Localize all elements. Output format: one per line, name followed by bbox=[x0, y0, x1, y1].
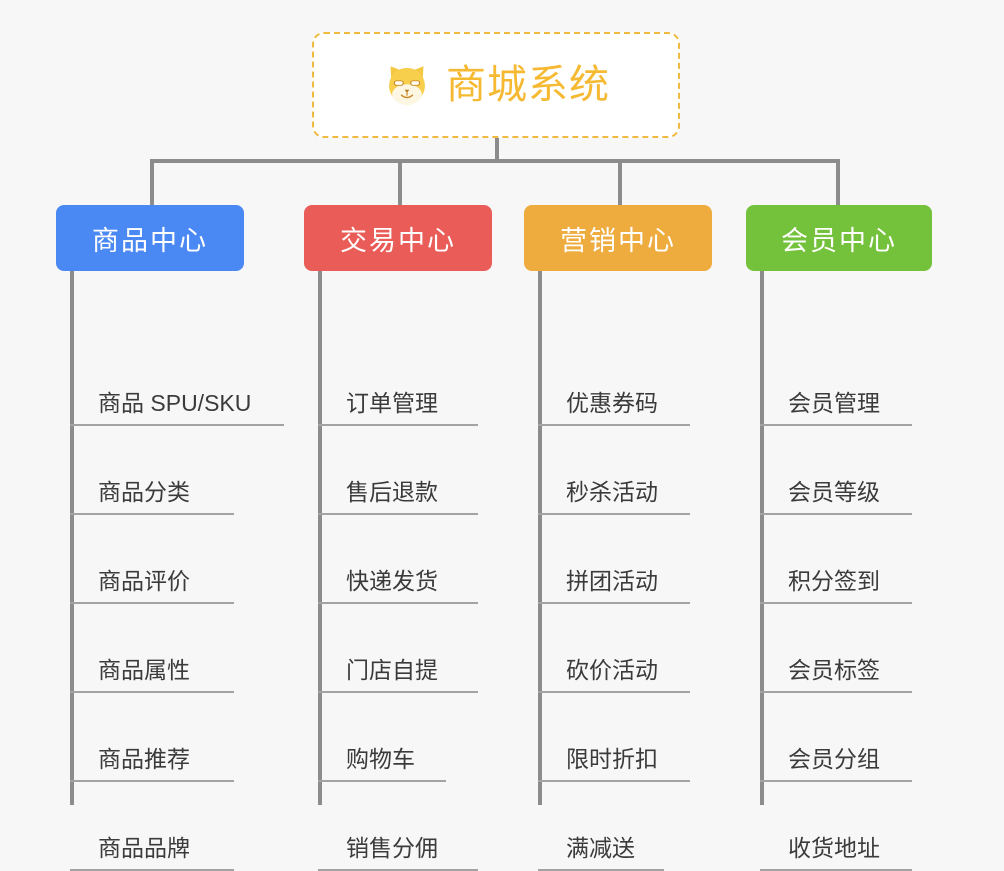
column-member-center: 会员中心 会员管理 会员等级 积分签到 会员标签 会员分组 收货地址 bbox=[746, 205, 932, 871]
item-label: 商品品牌 bbox=[98, 835, 190, 861]
list-item[interactable]: 商品分类 bbox=[70, 426, 234, 515]
list-item[interactable]: 会员分组 bbox=[760, 693, 912, 782]
item-label: 拼团活动 bbox=[566, 568, 658, 594]
column-spine bbox=[70, 271, 74, 805]
list-item[interactable]: 售后退款 bbox=[318, 426, 478, 515]
list-item[interactable]: 会员标签 bbox=[760, 604, 912, 693]
item-label: 商品分类 bbox=[98, 479, 190, 505]
category-title: 商品中心 bbox=[92, 225, 208, 256]
column-product-center: 商品中心 商品 SPU/SKU 商品分类 商品评价 商品属性 商品推荐 商品品牌 bbox=[56, 205, 284, 871]
list-item[interactable]: 商品评价 bbox=[70, 515, 234, 604]
category-title: 会员中心 bbox=[781, 225, 897, 256]
item-label: 砍价活动 bbox=[566, 657, 658, 683]
item-label: 会员标签 bbox=[788, 657, 880, 683]
item-label: 会员分组 bbox=[788, 746, 880, 772]
item-label: 商品推荐 bbox=[98, 746, 190, 772]
root-node[interactable]: 商城系统 bbox=[312, 32, 680, 138]
category-header-marketing-center[interactable]: 营销中心 bbox=[524, 205, 712, 271]
connector-drop-product-center bbox=[150, 159, 154, 207]
item-label: 优惠券码 bbox=[566, 390, 658, 416]
list-item[interactable]: 砍价活动 bbox=[538, 604, 690, 693]
list-item[interactable]: 满减送 bbox=[538, 782, 664, 871]
connector-root-stem bbox=[495, 138, 499, 162]
list-item[interactable]: 秒杀活动 bbox=[538, 426, 690, 515]
list-item[interactable]: 会员管理 bbox=[760, 337, 912, 426]
root-title: 商城系统 bbox=[446, 63, 610, 107]
item-label: 商品评价 bbox=[98, 568, 190, 594]
list-item[interactable]: 限时折扣 bbox=[538, 693, 690, 782]
item-label: 商品 SPU/SKU bbox=[98, 390, 252, 416]
list-item[interactable]: 收货地址 bbox=[760, 782, 912, 871]
category-header-member-center[interactable]: 会员中心 bbox=[746, 205, 932, 271]
item-label: 会员管理 bbox=[788, 390, 880, 416]
item-label: 满减送 bbox=[566, 835, 635, 861]
item-label: 秒杀活动 bbox=[566, 479, 658, 505]
item-label: 门店自提 bbox=[346, 657, 438, 683]
list-item[interactable]: 商品属性 bbox=[70, 604, 234, 693]
category-title: 营销中心 bbox=[560, 225, 676, 256]
column-spine bbox=[538, 271, 542, 805]
list-item[interactable]: 商品 SPU/SKU bbox=[70, 337, 284, 426]
category-header-product-center[interactable]: 商品中心 bbox=[56, 205, 244, 271]
item-label: 商品属性 bbox=[98, 657, 190, 683]
connector-horizontal-bus bbox=[150, 159, 840, 163]
category-header-trade-center[interactable]: 交易中心 bbox=[304, 205, 492, 271]
connector-drop-member-center bbox=[836, 159, 840, 207]
column-spine bbox=[318, 271, 322, 805]
list-item[interactable]: 会员等级 bbox=[760, 426, 912, 515]
list-item[interactable]: 快递发货 bbox=[318, 515, 478, 604]
column-spine bbox=[760, 271, 764, 805]
list-item[interactable]: 商品品牌 bbox=[70, 782, 234, 871]
mindmap-canvas: 商城系统 商品中心 商品 SPU/SKU 商品分类 商品评价 商品属性 商品推荐… bbox=[56, 32, 932, 871]
list-item[interactable]: 门店自提 bbox=[318, 604, 478, 693]
item-label: 积分签到 bbox=[788, 568, 880, 594]
column-trade-center: 交易中心 订单管理 售后退款 快递发货 门店自提 购物车 销售分佣 bbox=[304, 205, 492, 871]
list-item[interactable]: 拼团活动 bbox=[538, 515, 690, 604]
item-label: 快递发货 bbox=[346, 568, 438, 594]
item-label: 销售分佣 bbox=[346, 835, 438, 861]
connector-drop-trade-center bbox=[398, 159, 402, 207]
category-title: 交易中心 bbox=[340, 225, 456, 256]
item-label: 会员等级 bbox=[788, 479, 880, 505]
list-item[interactable]: 购物车 bbox=[318, 693, 446, 782]
connector-drop-marketing-center bbox=[618, 159, 622, 207]
item-label: 订单管理 bbox=[346, 390, 438, 416]
list-item[interactable]: 优惠券码 bbox=[538, 337, 690, 426]
list-item[interactable]: 积分签到 bbox=[760, 515, 912, 604]
shiba-dog-face-icon bbox=[382, 60, 432, 110]
item-label: 售后退款 bbox=[346, 479, 438, 505]
item-label: 收货地址 bbox=[788, 835, 880, 861]
item-label: 限时折扣 bbox=[566, 746, 658, 772]
list-item[interactable]: 商品推荐 bbox=[70, 693, 234, 782]
list-item[interactable]: 销售分佣 bbox=[318, 782, 478, 871]
item-label: 购物车 bbox=[346, 746, 415, 772]
list-item[interactable]: 订单管理 bbox=[318, 337, 478, 426]
column-marketing-center: 营销中心 优惠券码 秒杀活动 拼团活动 砍价活动 限时折扣 满减送 bbox=[524, 205, 712, 871]
